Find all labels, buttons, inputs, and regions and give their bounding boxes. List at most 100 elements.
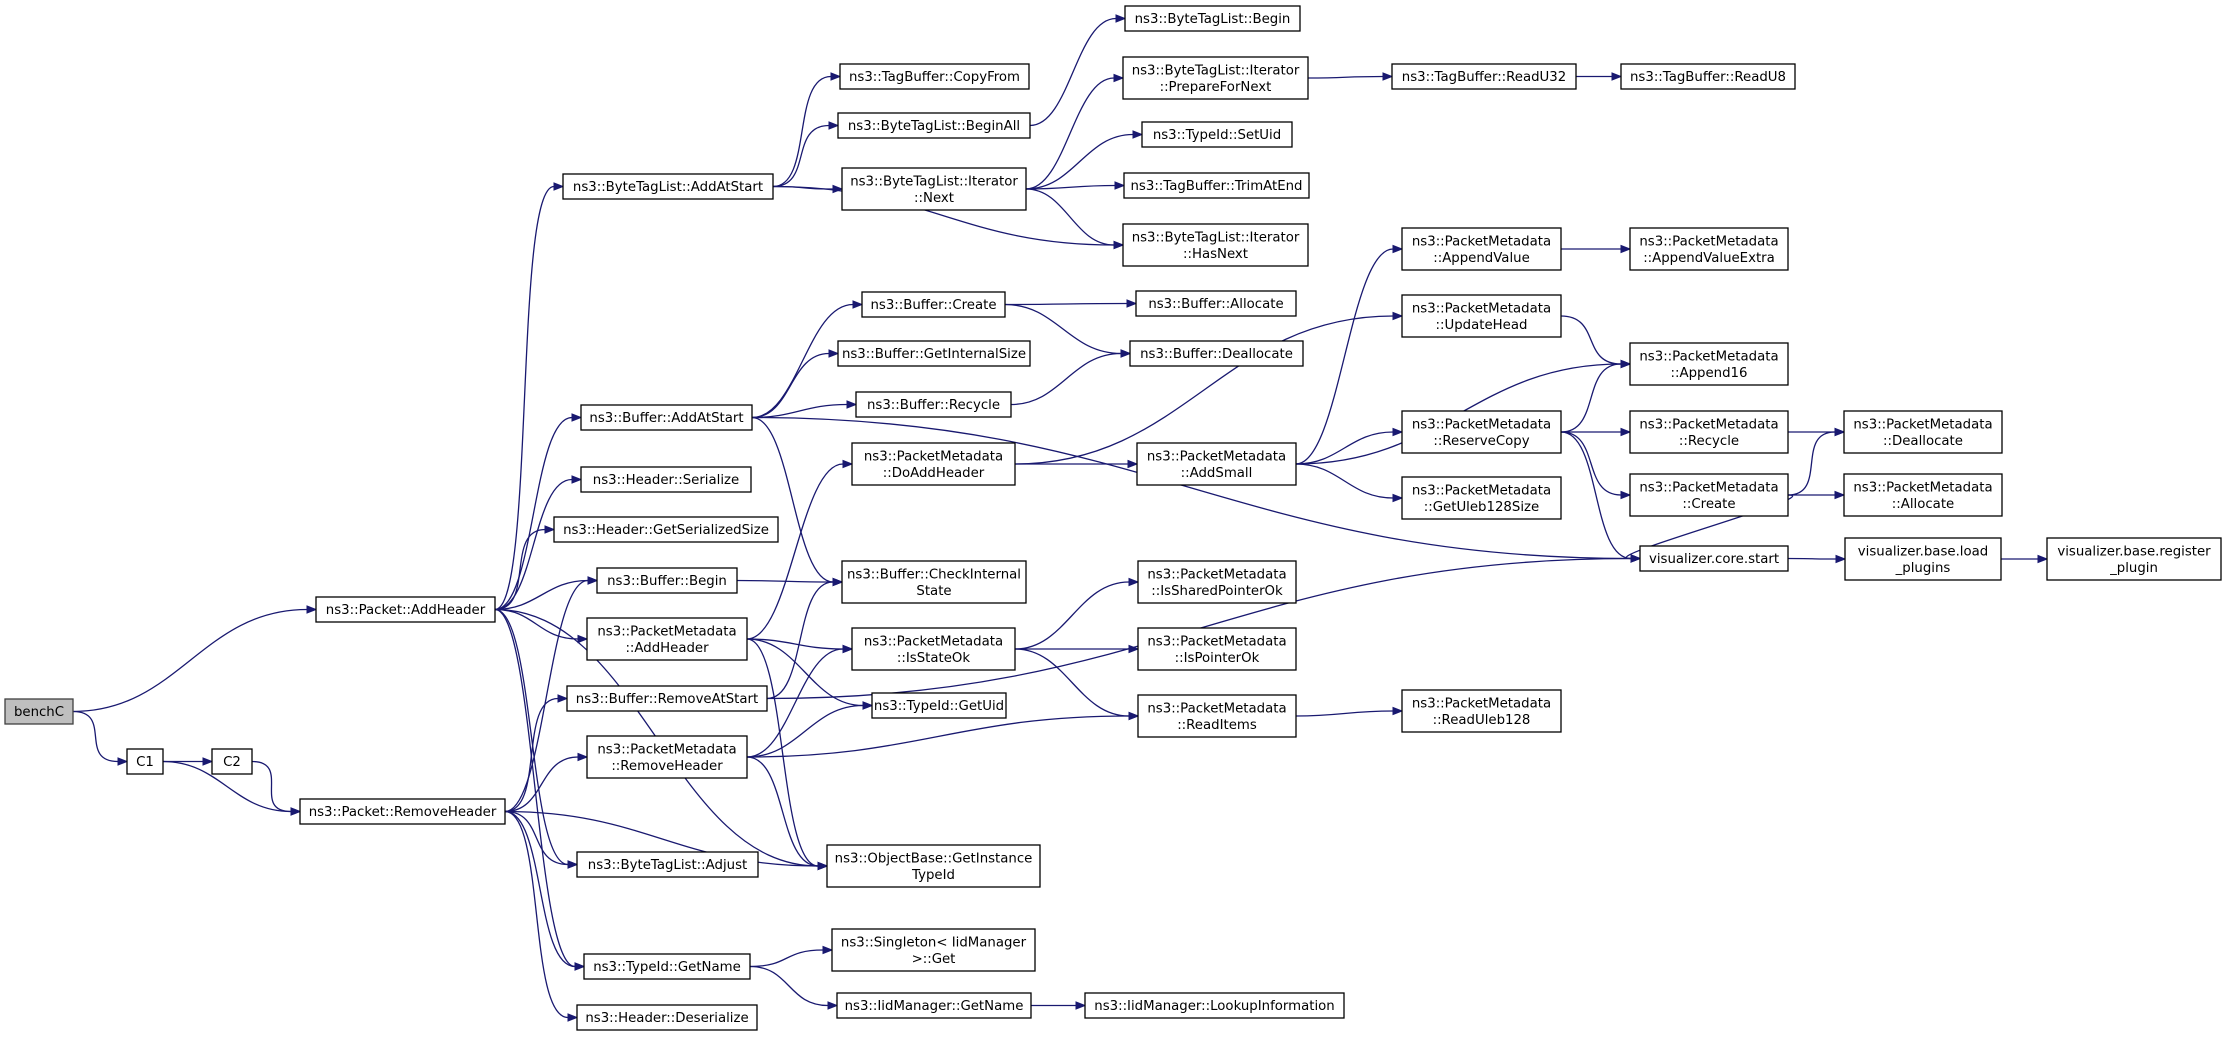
node-btli-hasnext[interactable]: ns3::ByteTagList::Iterator::HasNext (1122, 223, 1309, 267)
node-pm-removeheader[interactable]: ns3::PacketMetadata::RemoveHeader (586, 735, 748, 779)
node-pm-create[interactable]: ns3::PacketMetadata::Create (1629, 473, 1789, 517)
node-tb-copyfrom[interactable]: ns3::TagBuffer::CopyFrom (839, 63, 1030, 90)
call-edges (72, 14, 2049, 1022)
arrowhead (846, 400, 858, 409)
node-typeid-getname[interactable]: ns3::TypeId::GetName (583, 953, 751, 980)
node-c2[interactable]: C2 (211, 748, 253, 775)
node-pm-addheader[interactable]: ns3::PacketMetadata::AddHeader (586, 617, 748, 661)
node-label: ns3::PacketMetadata (1412, 301, 1551, 316)
arrowhead (306, 605, 318, 614)
edge-Buf_Create-to-Buf_Allocate (1004, 302, 1128, 306)
node-buf-recycle[interactable]: ns3::Buffer::Recycle (855, 391, 1012, 418)
edge-PM_AddHeader-to-PM_DoAddHeader (746, 463, 844, 640)
node-buf-create[interactable]: ns3::Buffer::Create (861, 291, 1006, 318)
edge-benchC-to-AddHeader (72, 608, 308, 713)
node-pm-ispointerok[interactable]: ns3::PacketMetadata::IsPointerOk (1137, 627, 1297, 671)
node-label: ns3::Packet::RemoveHeader (309, 805, 497, 820)
edge-PM_AddSmall-to-PM_GetUleb128Size (1295, 463, 1394, 499)
node-buf-getinternalsize[interactable]: ns3::Buffer::GetInternalSize (837, 340, 1031, 367)
node-pm-readitems[interactable]: ns3::PacketMetadata::ReadItems (1137, 694, 1297, 738)
node-label: ns3::Buffer::AddAtStart (589, 411, 743, 426)
node-tb-readu32[interactable]: ns3::TagBuffer::ReadU32 (1391, 63, 1577, 90)
node-hdr-serialize[interactable]: ns3::Header::Serialize (580, 466, 752, 493)
node-iidmgr-lookupinfo[interactable]: ns3::IidManager::LookupInformation (1084, 992, 1345, 1019)
arrowhead (1611, 72, 1623, 81)
arrowhead (832, 577, 844, 587)
node-label: ::Create (1682, 497, 1735, 512)
node-label: ns3::Header::Serialize (593, 473, 739, 488)
node-label: ns3::PacketMetadata (1147, 567, 1286, 582)
node-label: ns3::ByteTagList::Begin (1135, 12, 1291, 27)
node-box (837, 112, 1031, 139)
node-label: ::ReadItems (1177, 718, 1257, 733)
node-box (831, 928, 1036, 972)
node-btl-begin[interactable]: ns3::ByteTagList::Begin (1124, 5, 1301, 32)
node-typeid-setuid[interactable]: ns3::TypeId::SetUid (1141, 121, 1293, 148)
arrowhead (842, 644, 854, 654)
node-label: ns3::ByteTagList::Iterator (1132, 63, 1300, 78)
node-benchc[interactable]: benchC (4, 698, 74, 725)
node-btli-next[interactable]: ns3::ByteTagList::Iterator::Next (841, 167, 1027, 211)
node-pm-issharedpointerok[interactable]: ns3::PacketMetadata::IsSharedPointerOk (1137, 560, 1297, 604)
node-iidmgr-getname[interactable]: ns3::IidManager::GetName (836, 992, 1032, 1019)
edge-PM_ReserveCopy-to-PM_Create (1560, 431, 1622, 496)
node-pm-appendvalueextra[interactable]: ns3::PacketMetadata::AppendValueExtra (1629, 227, 1789, 271)
node-label: ns3::Buffer::Recycle (867, 398, 1000, 413)
node-hdr-deserialize[interactable]: ns3::Header::Deserialize (576, 1004, 758, 1031)
node-viz-load-plugins[interactable]: visualizer.base.load_plugins (1844, 537, 2002, 581)
node-singleton-get[interactable]: ns3::Singleton< IidManager >::Get (831, 928, 1036, 972)
node-addheader[interactable]: ns3::Packet::AddHeader (315, 596, 496, 623)
node-pm-getuleb128size[interactable]: ns3::PacketMetadata::GetUleb128Size (1401, 476, 1562, 520)
node-label: ns3::TypeId::GetName (593, 960, 741, 975)
node-label: ns3::Header::Deserialize (585, 1011, 748, 1026)
node-pm-readuleb128[interactable]: ns3::PacketMetadata::ReadUleb128 (1401, 689, 1562, 733)
edge-PM_RemoveHeader-to-PM_ReadItems (746, 715, 1130, 758)
node-pm-allocate[interactable]: ns3::PacketMetadata::Allocate (1843, 473, 2003, 517)
node-buf-removeatstart[interactable]: ns3::Buffer::RemoveAtStart (566, 685, 768, 712)
node-pm-deallocate[interactable]: ns3::PacketMetadata::Deallocate (1843, 410, 2003, 454)
node-tb-readu8[interactable]: ns3::TagBuffer::ReadU8 (1620, 63, 1796, 90)
node-pm-appendvalue[interactable]: ns3::PacketMetadata::AppendValue (1401, 227, 1562, 271)
node-label: ::Deallocate (1883, 434, 1963, 449)
node-buf-begin[interactable]: ns3::Buffer::Begin (596, 567, 738, 594)
node-buf-deallocate[interactable]: ns3::Buffer::Deallocate (1129, 340, 1304, 367)
node-label: ns3::PacketMetadata (1147, 701, 1286, 716)
node-box (596, 567, 738, 594)
node-pm-updatehead[interactable]: ns3::PacketMetadata::UpdateHead (1401, 294, 1562, 338)
node-label: ns3::Buffer::Create (870, 298, 996, 313)
node-label: ns3::TagBuffer::TrimAtEnd (1131, 179, 1303, 194)
node-pm-append16[interactable]: ns3::PacketMetadata::Append16 (1629, 342, 1789, 386)
node-box (855, 391, 1012, 418)
node-btl-addatstart[interactable]: ns3::ByteTagList::AddAtStart (562, 173, 774, 200)
node-box (1084, 992, 1345, 1019)
node-viz-register-plugin[interactable]: visualizer.base.register_plugin (2046, 537, 2222, 581)
node-box (211, 748, 253, 775)
node-box (871, 692, 1007, 719)
node-label: ::Append16 (1671, 366, 1748, 381)
node-pm-recycle[interactable]: ns3::PacketMetadata::Recycle (1629, 410, 1789, 454)
edge-AddHeader-to-Hdr_GetSerSize (494, 528, 546, 611)
node-btli-preparefornext[interactable]: ns3::ByteTagList::Iterator::PrepareForNe… (1122, 56, 1309, 100)
edge-PM_IsStateOk-to-PM_IsSharedPointerOk (1014, 581, 1130, 650)
node-btl-adjust[interactable]: ns3::ByteTagList::Adjust (576, 851, 759, 878)
node-label: ::IsSharedPointerOk (1151, 584, 1283, 599)
node-pm-reservecopy[interactable]: ns3::PacketMetadata::ReserveCopy (1401, 410, 1562, 454)
node-removeheader[interactable]: ns3::Packet::RemoveHeader (299, 798, 506, 825)
node-typeid-getuid[interactable]: ns3::TypeId::GetUid (871, 692, 1007, 719)
node-box (562, 173, 774, 200)
node-pm-addsmall[interactable]: ns3::PacketMetadata::AddSmall (1136, 442, 1297, 486)
node-viz-core-start[interactable]: visualizer.core.start (1639, 545, 1789, 572)
node-c1[interactable]: C1 (126, 748, 164, 775)
node-tb-trimatend[interactable]: ns3::TagBuffer::TrimAtEnd (1123, 172, 1310, 199)
node-hdr-getsersize[interactable]: ns3::Header::GetSerializedSize (553, 516, 779, 543)
node-btl-beginall[interactable]: ns3::ByteTagList::BeginAll (837, 112, 1031, 139)
node-pm-isstateok[interactable]: ns3::PacketMetadata::IsStateOk (851, 627, 1016, 671)
edge-RemoveHeader-to-PM_RemoveHeader (504, 756, 579, 813)
edge-PM_AddHeader-to-PM_IsStateOk (746, 638, 844, 650)
node-buf-addatstart[interactable]: ns3::Buffer::AddAtStart (580, 404, 753, 431)
node-pm-doaddheader[interactable]: ns3::PacketMetadata::DoAddHeader (851, 442, 1016, 486)
node-buf-allocate[interactable]: ns3::Buffer::Allocate (1135, 290, 1297, 317)
